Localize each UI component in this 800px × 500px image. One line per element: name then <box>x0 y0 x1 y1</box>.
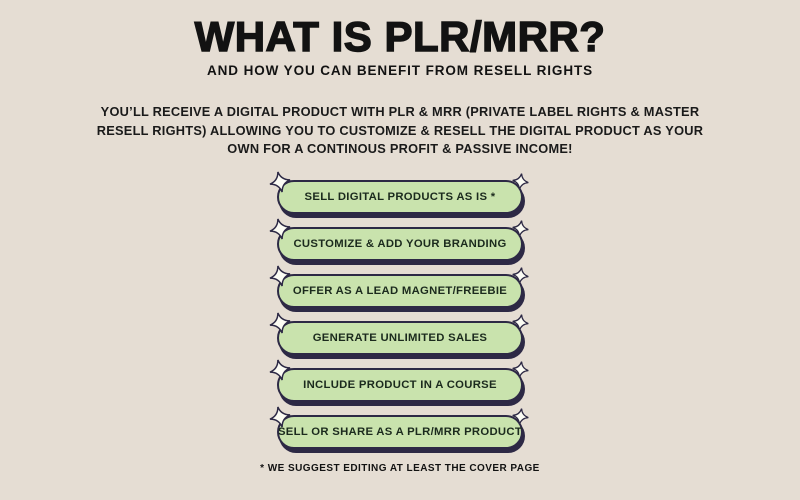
sparkle-icon <box>511 266 530 285</box>
intro-line: OWN FOR A CONTINOUS PROFIT & PASSIVE INC… <box>227 141 573 157</box>
sparkle-icon <box>511 313 530 332</box>
benefit-label: SELL OR SHARE AS A PLR/MRR PRODUCT <box>277 425 523 438</box>
footnote: * WE SUGGEST EDITING AT LEAST THE COVER … <box>260 462 540 474</box>
sparkle-icon <box>267 263 293 289</box>
benefit-pill: OFFER AS A LEAD MAGNET/FREEBIE <box>269 265 529 308</box>
benefit-label: CUSTOMIZE & ADD YOUR BRANDING <box>293 237 507 250</box>
benefit-pill: GENERATE UNLIMITED SALES <box>269 312 529 355</box>
benefits-list: SELL DIGITAL PRODUCTS AS IS * CUSTOMIZE … <box>269 171 529 449</box>
sparkle-icon <box>267 216 293 242</box>
benefit-pill: CUSTOMIZE & ADD YOUR BRANDING <box>269 218 529 261</box>
benefit-label: SELL DIGITAL PRODUCTS AS IS * <box>304 190 496 203</box>
benefit-pill: SELL DIGITAL PRODUCTS AS IS * <box>269 171 529 214</box>
sparkle-icon <box>267 310 293 336</box>
intro-line: YOU’LL RECEIVE A DIGITAL PRODUCT WITH PL… <box>100 104 700 120</box>
sparkle-icon <box>267 169 293 195</box>
benefit-pill: SELL OR SHARE AS A PLR/MRR PRODUCT <box>269 406 529 449</box>
sparkle-icon <box>511 360 530 379</box>
intro-paragraph: YOU’LL RECEIVE A DIGITAL PRODUCT WITH PL… <box>97 103 704 159</box>
benefit-pill: INCLUDE PRODUCT IN A COURSE <box>269 359 529 402</box>
sparkle-icon <box>267 404 293 430</box>
sparkle-icon <box>511 407 530 426</box>
benefit-label: OFFER AS A LEAD MAGNET/FREEBIE <box>292 284 508 297</box>
page-title: WHAT IS PLR/MRR? <box>194 13 606 61</box>
sparkle-icon <box>267 357 293 383</box>
benefit-label: GENERATE UNLIMITED SALES <box>312 331 488 344</box>
page-subtitle: AND HOW YOU CAN BENEFIT FROM RESELL RIGH… <box>206 63 594 79</box>
sparkle-icon <box>511 172 530 191</box>
sparkle-icon <box>511 219 530 238</box>
intro-line: RESELL RIGHTS) ALLOWING YOU TO CUSTOMIZE… <box>96 122 704 138</box>
benefit-label: INCLUDE PRODUCT IN A COURSE <box>303 378 497 391</box>
